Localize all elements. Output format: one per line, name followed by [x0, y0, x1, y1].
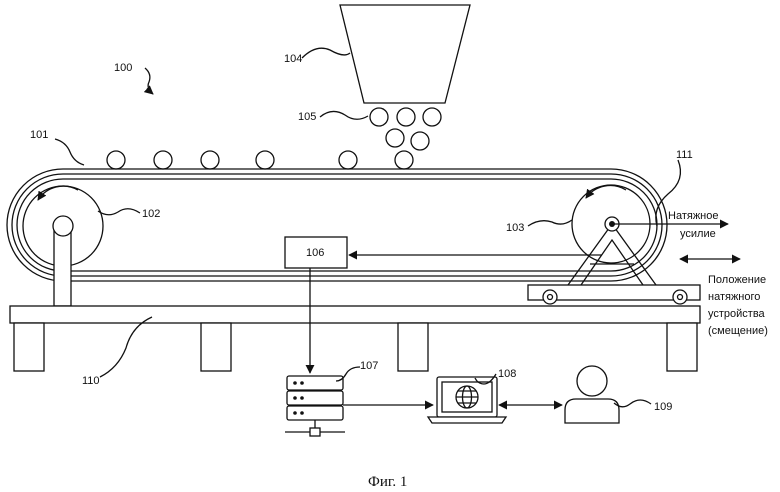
label-106: 106: [306, 247, 324, 259]
tensioner-position-label-4: (смещение): [708, 325, 768, 337]
tension-force-label: Натяжное: [668, 210, 718, 222]
label-102: 102: [142, 208, 160, 220]
drive-pulley: [23, 186, 103, 306]
controller-box: [285, 237, 602, 373]
label-105: 105: [298, 111, 316, 123]
tensioner-position-label-2: натяжного: [708, 291, 760, 303]
label-110: 110: [82, 375, 100, 387]
label-100: 100: [114, 62, 132, 74]
label-111: 111: [676, 149, 693, 161]
material-on-belt: [107, 151, 357, 169]
figure-caption: Фиг. 1: [368, 474, 407, 490]
hopper: [340, 5, 470, 103]
label-104: 104: [284, 53, 302, 65]
label-103: 103: [506, 222, 524, 234]
label-108: 108: [498, 368, 516, 380]
server-icon: [285, 376, 433, 436]
tension-force-label-2: усилие: [680, 228, 716, 240]
conveyor-frame: [10, 306, 700, 371]
falling-material: [370, 108, 441, 169]
label-107: 107: [360, 360, 378, 372]
laptop-icon: [428, 377, 562, 423]
tensioner-position-label-1: Положение: [708, 274, 766, 286]
tensioner-position-label-3: устройства: [708, 308, 766, 320]
label-101: 101: [30, 129, 48, 141]
user-icon: [565, 366, 619, 423]
label-109: 109: [654, 401, 672, 413]
